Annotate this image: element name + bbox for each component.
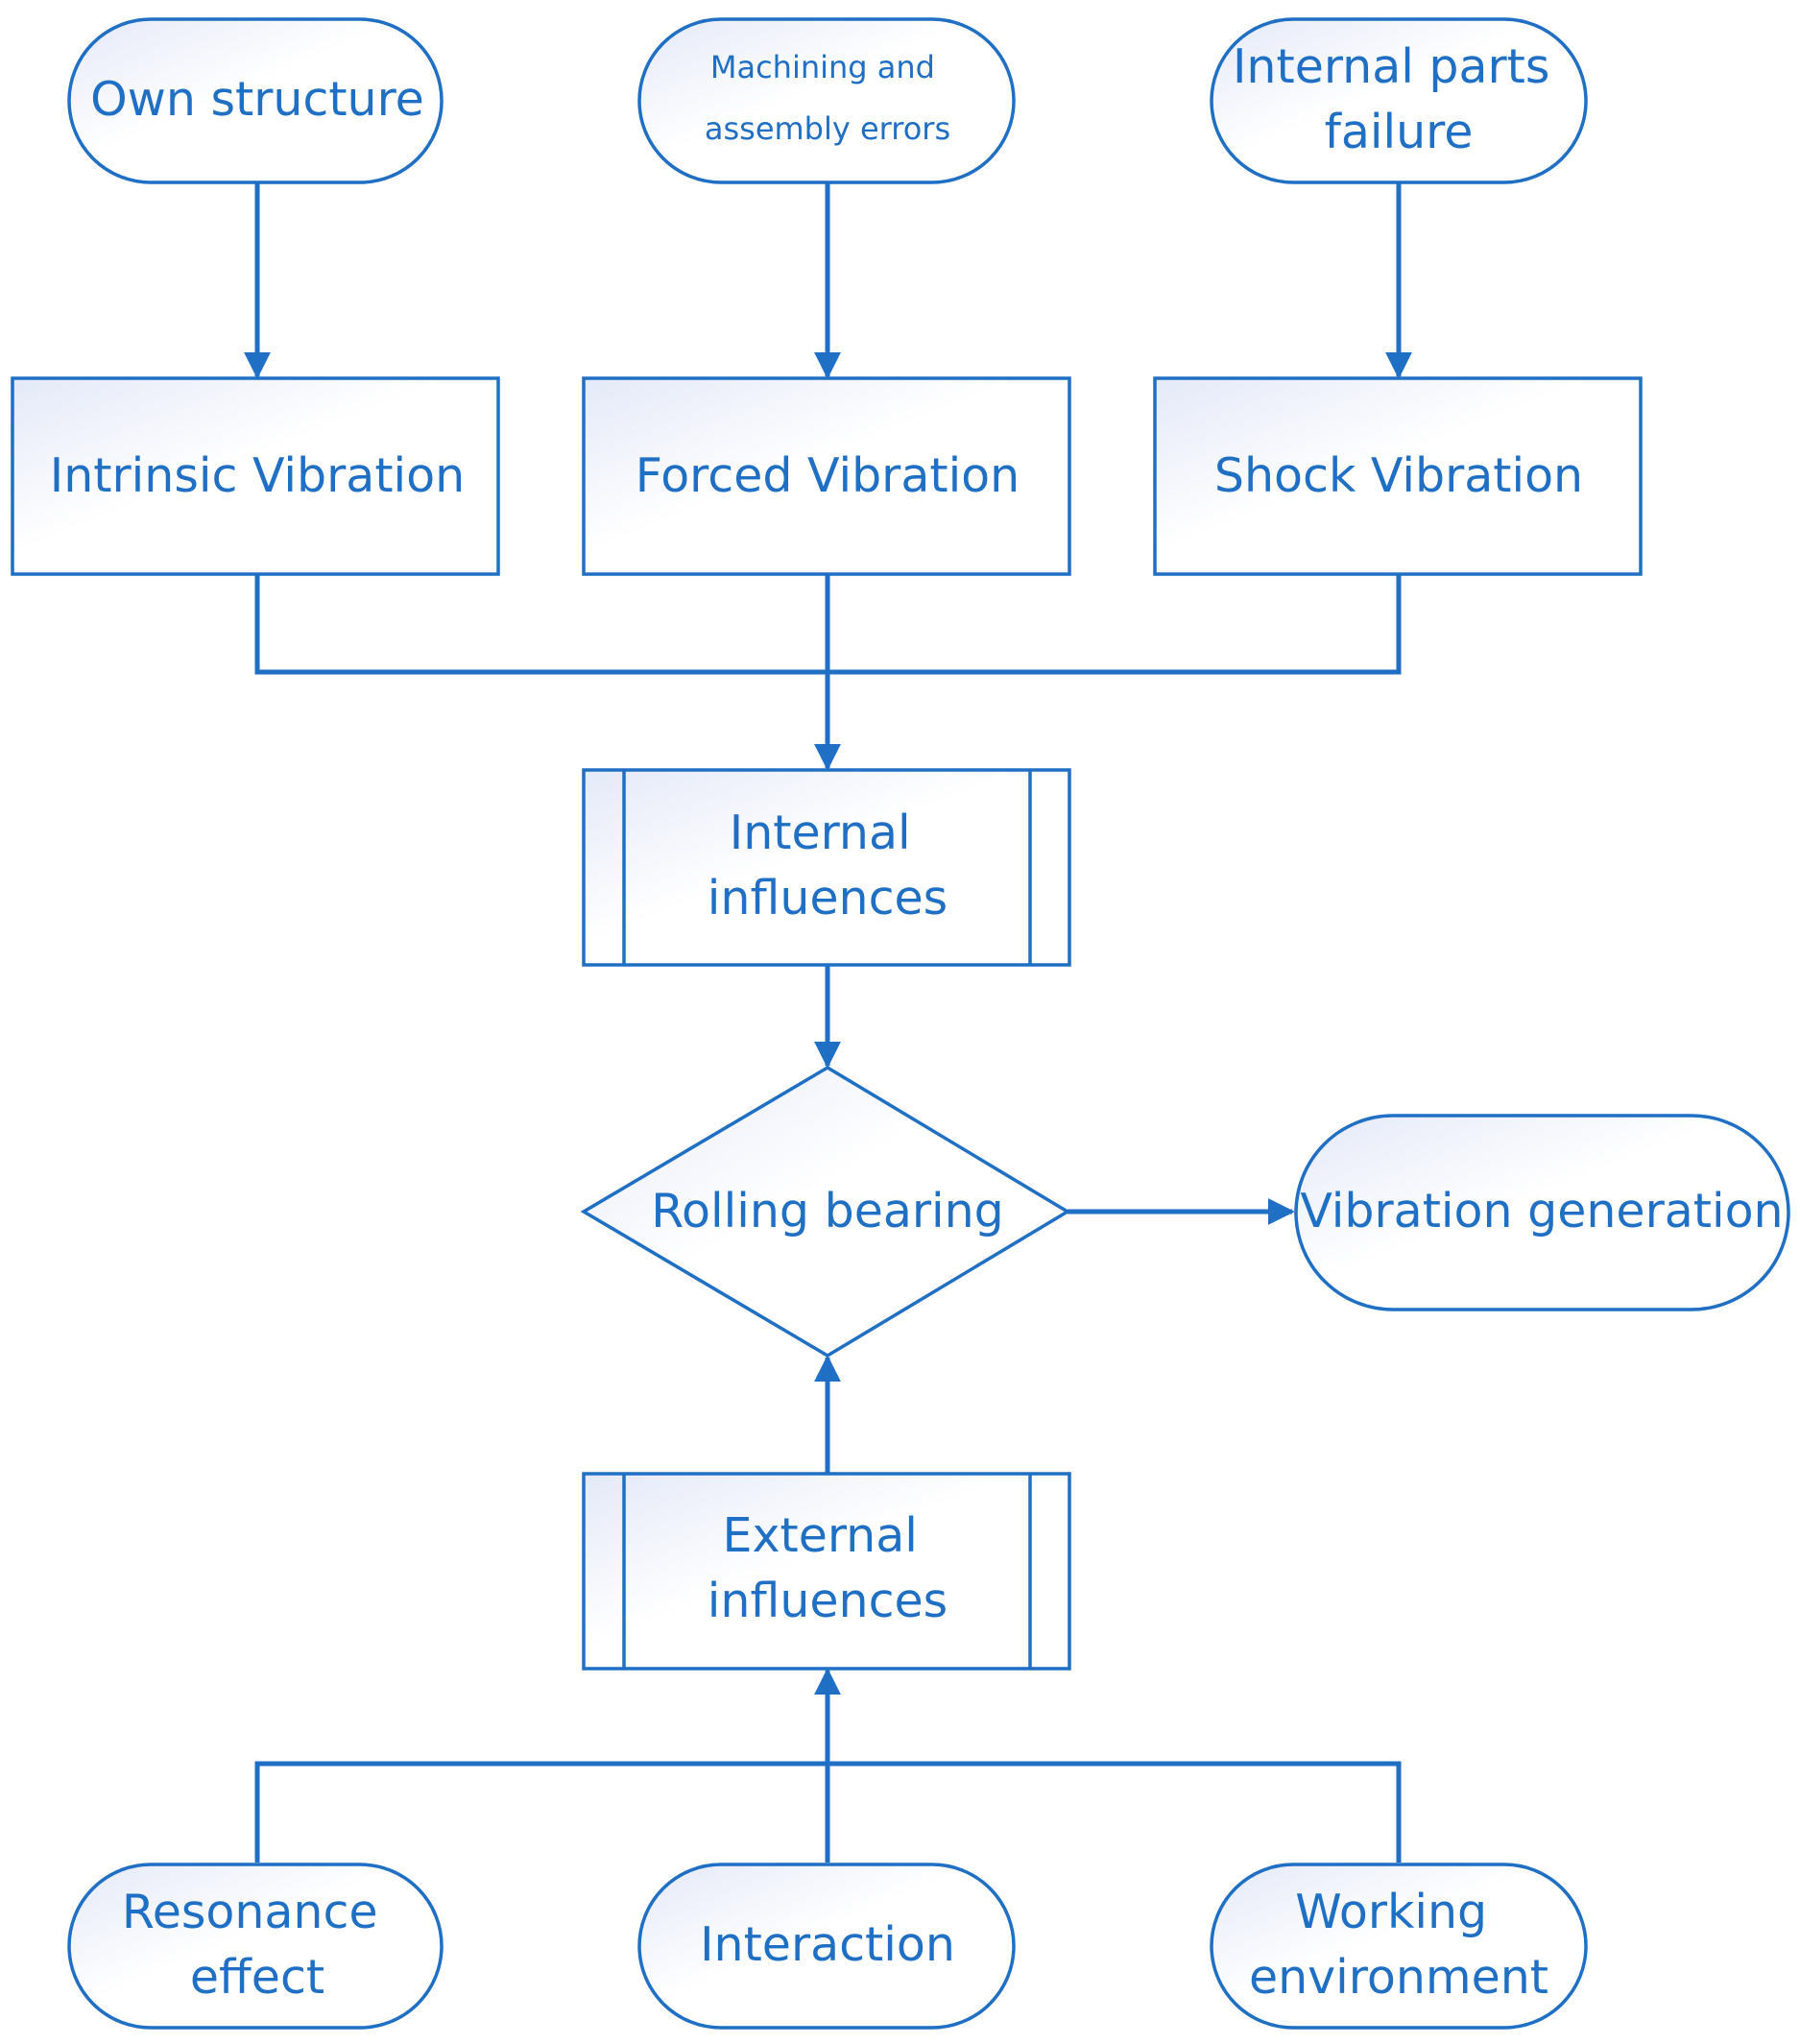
process-label: Shock Vibration	[1214, 448, 1583, 503]
process-intrinsic-vibration: Intrinsic Vibration	[11, 376, 500, 576]
terminator-label: Interaction	[700, 1917, 955, 1972]
terminator-label: Resonance effect	[122, 1885, 393, 2005]
terminator-interaction: Interaction	[637, 1863, 1016, 2030]
process-label: External influences	[708, 1508, 948, 1628]
terminator-own-structure: Own structure	[67, 17, 444, 184]
terminator-label: Machining and assembly errors	[705, 49, 950, 147]
predefined-process-internal-influences: Internal influences	[582, 768, 1071, 967]
terminator-vibration-generation: Vibration generation	[1294, 1114, 1790, 1311]
process-label: Forced Vibration	[636, 448, 1020, 503]
terminator-resonance-effect: Resonance effect	[67, 1863, 444, 2030]
terminator-label: Own structure	[90, 72, 424, 127]
terminator-label: Working environment	[1249, 1885, 1548, 2005]
process-forced-vibration: Forced Vibration	[582, 376, 1071, 576]
terminator-working-environment: Working environment	[1210, 1863, 1588, 2030]
predefined-process-external-influences: External influences	[582, 1472, 1071, 1671]
decision-rolling-bearing: Rolling bearing	[580, 1065, 1071, 1359]
terminator-machining-errors: Machining and assembly errors	[637, 17, 1016, 184]
process-label: Intrinsic Vibration	[50, 448, 465, 503]
process-label: Internal influences	[708, 806, 948, 926]
decision-label: Rolling bearing	[651, 1184, 1004, 1238]
terminator-label: Vibration generation	[1300, 1184, 1783, 1238]
terminator-internal-parts-failure: Internal parts failure	[1210, 17, 1588, 184]
process-shock-vibration: Shock Vibration	[1153, 376, 1643, 576]
connectors	[244, 182, 1412, 1863]
terminator-label: Internal parts failure	[1233, 39, 1565, 159]
